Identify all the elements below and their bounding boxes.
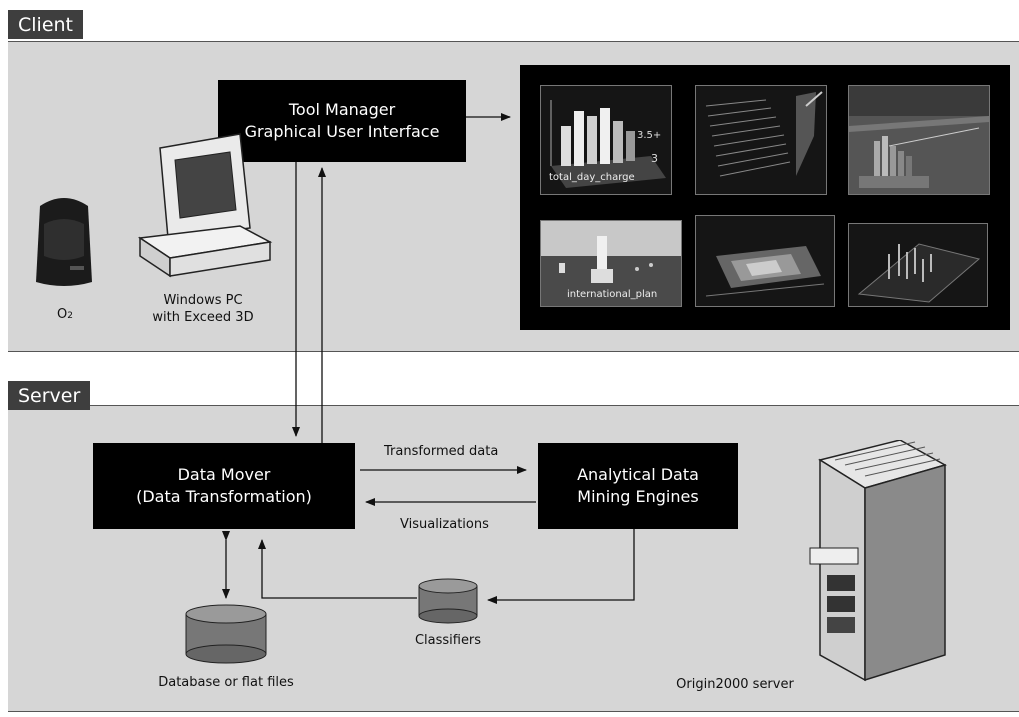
- viz-thumbnail-tree: [695, 85, 827, 195]
- viz-landscape-graphic: [849, 86, 989, 194]
- data-mover-box: Data Mover (Data Transformation): [93, 443, 355, 529]
- viz-bar-tick-top: 3.5+: [637, 130, 662, 141]
- data-mover-line1: Data Mover: [177, 465, 271, 484]
- o2-workstation-icon: [30, 194, 98, 294]
- visualizations-panel: 3.5+ 3 total_day_charge: [520, 65, 1010, 330]
- server-tab: Server: [8, 381, 91, 410]
- origin2000-label: Origin2000 server: [676, 677, 794, 692]
- viz-bar-tick-bottom: 3: [651, 152, 658, 165]
- viz-tree-graphic: [705, 91, 823, 177]
- windows-pc-label: Windows PC with Exceed 3D: [128, 292, 278, 326]
- o2-label-sub: 2: [67, 311, 73, 321]
- arrow-classifiers-to-mover: [258, 539, 417, 599]
- tool-manager-line2: Graphical User Interface: [244, 122, 440, 141]
- windows-pc-label-line2: with Exceed 3D: [152, 310, 254, 325]
- viz-thumbnail-plan: international_plan: [540, 220, 682, 307]
- viz-plan-label: international_plan: [567, 289, 658, 300]
- viz-thumbnail-surface: [695, 215, 835, 307]
- tool-manager-box: Tool Manager Graphical User Interface: [218, 80, 466, 162]
- origin2000-server-icon: [800, 439, 950, 685]
- database-label: Database or flat files: [158, 675, 294, 690]
- o2-label-text: O: [57, 307, 68, 322]
- classifiers-label: Classifiers: [414, 633, 482, 648]
- classifiers-cylinder-icon: [417, 578, 481, 624]
- arrow-engines-to-classifiers: [487, 529, 635, 604]
- viz-thumbnail-bar-chart: 3.5+ 3 total_day_charge: [540, 85, 672, 195]
- viz-thumbnail-landscape: [848, 85, 990, 195]
- windows-pc-icon: [130, 128, 280, 278]
- viz-surface-graphic: [705, 246, 825, 297]
- visualizations-label: Visualizations: [400, 517, 489, 532]
- database-cylinder-icon: [184, 604, 268, 666]
- viz-plan-graphic: [541, 221, 681, 306]
- viz-bar-label: total_day_charge: [549, 172, 635, 183]
- viz-scatter-graphic: [857, 243, 981, 303]
- o2-label: O2: [40, 306, 90, 325]
- mining-engines-box: Analytical Data Mining Engines: [538, 443, 738, 529]
- windows-pc-label-line1: Windows PC: [163, 293, 243, 308]
- tool-manager-line1: Tool Manager: [288, 100, 396, 119]
- viz-thumbnail-scatter: [848, 223, 988, 307]
- mining-engines-line2: Mining Engines: [577, 487, 699, 506]
- viz-bar-chart-graphic: [550, 100, 666, 188]
- client-tab: Client: [8, 10, 84, 39]
- data-mover-line2: (Data Transformation): [136, 487, 312, 506]
- mining-engines-line1: Analytical Data: [577, 465, 699, 484]
- transformed-data-label: Transformed data: [384, 444, 499, 459]
